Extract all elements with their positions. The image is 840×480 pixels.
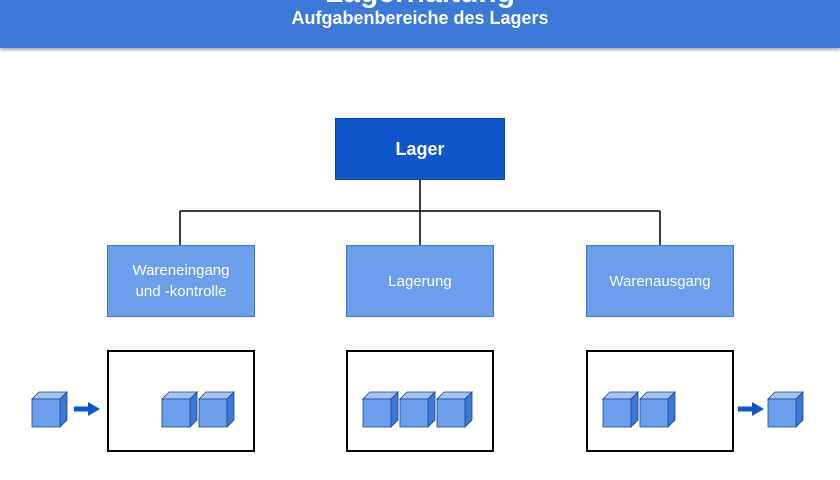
header-title: Lagerhaltung: [0, 0, 840, 8]
package-cube-icon: [602, 391, 639, 428]
node-lager: Lager: [335, 118, 505, 180]
package-cube-icon: [362, 391, 399, 428]
package-cube-icon: [436, 391, 473, 428]
node-warenausgang: Warenausgang: [586, 245, 734, 317]
node-lagerung: Lagerung: [346, 245, 494, 317]
package-cube-icon: [198, 391, 235, 428]
package-cube-icon: [161, 391, 198, 428]
node-wareneingang: Wareneingang und -kontrolle: [107, 245, 255, 317]
package-cube-icon: [399, 391, 436, 428]
arrow-right-icon: [738, 402, 764, 416]
package-cube-icon: [31, 391, 68, 428]
package-cube-icon: [639, 391, 676, 428]
arrow-right-icon: [74, 402, 100, 416]
package-cube-icon: [767, 391, 804, 428]
header-bar: Lagerhaltung Aufgabenbereiche des Lagers: [0, 0, 840, 48]
header-subtitle: Aufgabenbereiche des Lagers: [291, 8, 549, 28]
